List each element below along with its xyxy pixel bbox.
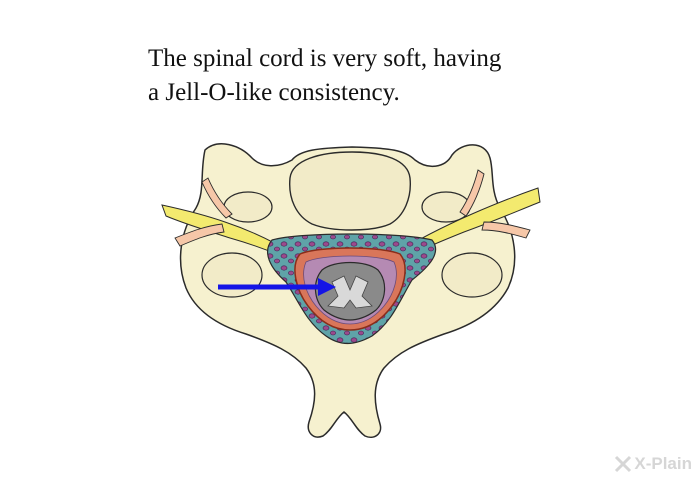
arrow-icon <box>218 278 336 296</box>
caption: The spinal cord is very soft, having a J… <box>148 42 668 110</box>
x-plain-logo-icon <box>615 455 632 473</box>
right-lateral-mass <box>441 252 503 298</box>
right-nerve-top <box>459 169 485 217</box>
logo-text: X-Plain <box>634 454 692 473</box>
vertebral-body <box>289 151 411 231</box>
caption-line-2: a Jell-O-like consistency. <box>148 79 400 106</box>
x-plain-logo: X-Plain <box>614 454 692 474</box>
left-foramen <box>223 191 273 223</box>
left-nerve-branch <box>174 223 225 247</box>
left-nerve-top <box>201 177 233 219</box>
caption-line-1: The spinal cord is very soft, having <box>148 45 502 72</box>
right-nerve-branch <box>481 221 531 239</box>
left-lateral-mass <box>201 252 263 298</box>
gray-matter <box>327 275 373 309</box>
